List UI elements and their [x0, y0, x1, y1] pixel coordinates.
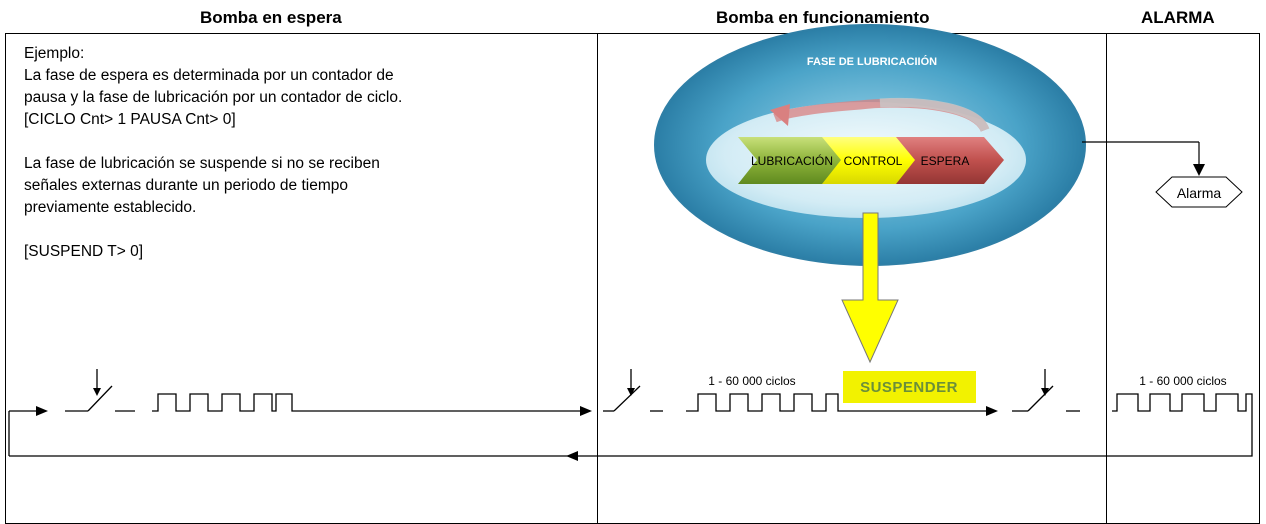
- arrow-to-switch: [986, 406, 998, 416]
- arrow-to-running: [580, 406, 592, 416]
- desc-line: pausa y la fase de lubricación por un co…: [24, 89, 403, 106]
- loop-entry-arrowhead: [36, 406, 48, 416]
- lubrication-cycle-graphic: FASE DE LUBRICACIIÓN LUBRICACIÓN CONTROL…: [654, 24, 1086, 266]
- example-description: Ejemplo: La fase de espera es determinad…: [24, 43, 544, 263]
- chevron-lubrication: [738, 137, 845, 184]
- alarm-connector-arrowhead: [1193, 164, 1205, 176]
- switch-icon: [65, 369, 135, 412]
- desc-line: La fase de espera es determinada por un …: [24, 67, 394, 84]
- chevron-control: [822, 137, 917, 184]
- alarm-hexagon: [1155, 176, 1243, 208]
- cycles-label-alarm: 1 - 60 000 ciclos: [1139, 374, 1226, 388]
- alarm-label: Alarma: [1177, 185, 1222, 201]
- desc-line: La fase de lubricación se suspende si no…: [24, 155, 380, 172]
- feedback-loop: [8, 410, 570, 457]
- header-alarm: ALARMA: [1141, 8, 1215, 27]
- cycle-title: FASE DE LUBRICACIIÓN: [807, 55, 937, 68]
- pulse-train-alarm: [570, 393, 1253, 457]
- desc-line: señales externas durante un periodo de t…: [24, 177, 348, 194]
- header-standby: Bomba en espera: [200, 8, 342, 27]
- header-running: Bomba en funcionamiento: [716, 8, 930, 27]
- suspend-label: SUSPENDER: [860, 379, 958, 396]
- chevron-wait: [896, 137, 1004, 184]
- loop-return-arrowhead: [566, 451, 578, 461]
- step-lubrication: LUBRICACIÓN: [751, 153, 833, 168]
- step-wait: ESPERA: [921, 154, 970, 168]
- desc-line: [SUSPEND T> 0]: [24, 243, 144, 260]
- pulse-train-running: [686, 393, 995, 412]
- alarm-connector: [1082, 141, 1200, 168]
- yellow-down-arrow: [841, 212, 899, 364]
- desc-intro: Ejemplo:: [24, 45, 85, 62]
- cycles-label-running: 1 - 60 000 ciclos: [708, 374, 795, 388]
- pulse-train-standby: [152, 393, 590, 412]
- desc-line: previamente establecido.: [24, 199, 197, 216]
- desc-line: [CICLO Cnt> 1 PAUSA Cnt> 0]: [24, 111, 236, 128]
- step-control: CONTROL: [844, 154, 903, 168]
- suspend-highlight: [843, 371, 976, 403]
